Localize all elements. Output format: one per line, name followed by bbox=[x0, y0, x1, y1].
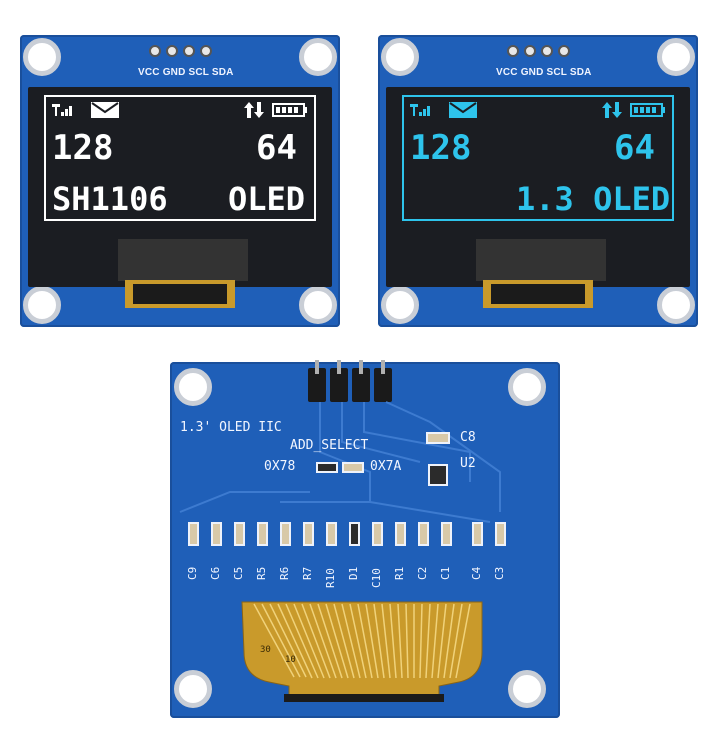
pin-hole bbox=[183, 45, 195, 57]
oled-screen: 128 64 1.3 OLED bbox=[402, 95, 674, 221]
label-r1: R1 bbox=[393, 566, 406, 580]
label-c5: C5 bbox=[232, 566, 245, 580]
mount-hole bbox=[508, 670, 546, 708]
label-c2: C2 bbox=[416, 566, 429, 580]
label-c3: C3 bbox=[493, 566, 506, 580]
header-pin bbox=[352, 360, 370, 402]
mail-icon bbox=[91, 102, 119, 118]
resolution-width: 128 bbox=[410, 128, 472, 168]
component-r6 bbox=[280, 522, 291, 546]
resolution-width: 128 bbox=[52, 128, 114, 168]
mount-hole bbox=[23, 38, 61, 76]
oled-label: 1.3 OLED bbox=[516, 180, 671, 218]
oled-board-blue: VCC GND SCL SDA 128 64 1.3 OLED bbox=[378, 35, 698, 327]
component-r7 bbox=[303, 522, 314, 546]
flex-ribbon bbox=[241, 601, 483, 702]
mount-hole bbox=[381, 38, 419, 76]
pin-hole bbox=[200, 45, 212, 57]
component-r10 bbox=[326, 522, 337, 546]
oled-glass: 128 64 SH1106 OLED bbox=[28, 87, 332, 287]
mount-hole bbox=[299, 38, 337, 76]
oled-label: OLED bbox=[228, 180, 306, 218]
mount-hole bbox=[381, 286, 419, 324]
battery-icon bbox=[630, 103, 665, 117]
component-c2 bbox=[418, 522, 429, 546]
oled-board-white: VCC GND SCL SDA 128 64 SH1106 OLED bbox=[20, 35, 340, 327]
pin-labels: VCC GND SCL SDA bbox=[138, 67, 234, 78]
driver-name: SH1106 bbox=[52, 180, 168, 218]
header-pin bbox=[330, 360, 348, 402]
flex-pin-30: 30 bbox=[260, 645, 271, 655]
label-r6: R6 bbox=[278, 566, 291, 580]
pin-hole bbox=[166, 45, 178, 57]
flex-cable bbox=[118, 239, 248, 281]
battery-icon bbox=[272, 103, 307, 117]
label-r7: R7 bbox=[301, 566, 314, 580]
header-pin bbox=[308, 360, 326, 402]
header-pin bbox=[374, 360, 392, 402]
address-select-label: ADD_SELECT bbox=[290, 438, 369, 453]
mount-hole bbox=[23, 286, 61, 324]
transfer-arrows-icon bbox=[602, 102, 622, 118]
component-r5 bbox=[257, 522, 268, 546]
oled-screen: 128 64 SH1106 OLED bbox=[44, 95, 316, 221]
address-0x7a: 0X7A bbox=[370, 459, 402, 474]
regulator-u2 bbox=[428, 464, 448, 486]
pin-labels: VCC GND SCL SDA bbox=[496, 67, 592, 78]
label-r5: R5 bbox=[255, 566, 268, 580]
pin-hole bbox=[507, 45, 519, 57]
capacitor-c8 bbox=[426, 432, 450, 444]
board-title: 1.3' OLED IIC bbox=[180, 420, 282, 435]
pin-hole bbox=[558, 45, 570, 57]
component-d1 bbox=[349, 522, 360, 546]
u2-label: U2 bbox=[460, 456, 476, 471]
mount-hole bbox=[174, 368, 212, 406]
connector-tab bbox=[483, 280, 593, 308]
oled-glass: 128 64 1.3 OLED bbox=[386, 87, 690, 287]
signal-icon bbox=[410, 104, 430, 116]
label-c6: C6 bbox=[209, 566, 222, 580]
address-pad bbox=[342, 462, 364, 473]
component-c3 bbox=[495, 522, 506, 546]
mount-hole bbox=[174, 670, 212, 708]
pin-hole bbox=[524, 45, 536, 57]
address-0x78: 0X78 bbox=[264, 459, 296, 474]
component-c5 bbox=[234, 522, 245, 546]
component-c9 bbox=[188, 522, 199, 546]
resolution-height: 64 bbox=[614, 128, 655, 168]
resolution-height: 64 bbox=[256, 128, 297, 168]
transfer-arrows-icon bbox=[244, 102, 264, 118]
flex-pin-10: 10 bbox=[285, 655, 296, 665]
connector-tab bbox=[125, 280, 235, 308]
component-c6 bbox=[211, 522, 222, 546]
mount-hole bbox=[657, 286, 695, 324]
pin-hole bbox=[541, 45, 553, 57]
label-c1: C1 bbox=[439, 566, 452, 580]
mail-icon bbox=[449, 102, 477, 118]
component-c4 bbox=[472, 522, 483, 546]
pin-hole bbox=[149, 45, 161, 57]
label-c4: C4 bbox=[470, 566, 483, 580]
component-c10 bbox=[372, 522, 383, 546]
address-jumper bbox=[316, 462, 338, 473]
label-c9: C9 bbox=[186, 566, 199, 580]
label-d1: D1 bbox=[347, 566, 360, 580]
oled-board-back: 1.3' OLED IIC ADD_SELECT 0X78 0X7A C8 U2… bbox=[170, 360, 560, 718]
mount-hole bbox=[508, 368, 546, 406]
component-c1 bbox=[441, 522, 452, 546]
mount-hole bbox=[299, 286, 337, 324]
signal-icon bbox=[52, 104, 72, 116]
mount-hole bbox=[657, 38, 695, 76]
flex-cable bbox=[476, 239, 606, 281]
component-r1 bbox=[395, 522, 406, 546]
c8-label: C8 bbox=[460, 430, 476, 445]
